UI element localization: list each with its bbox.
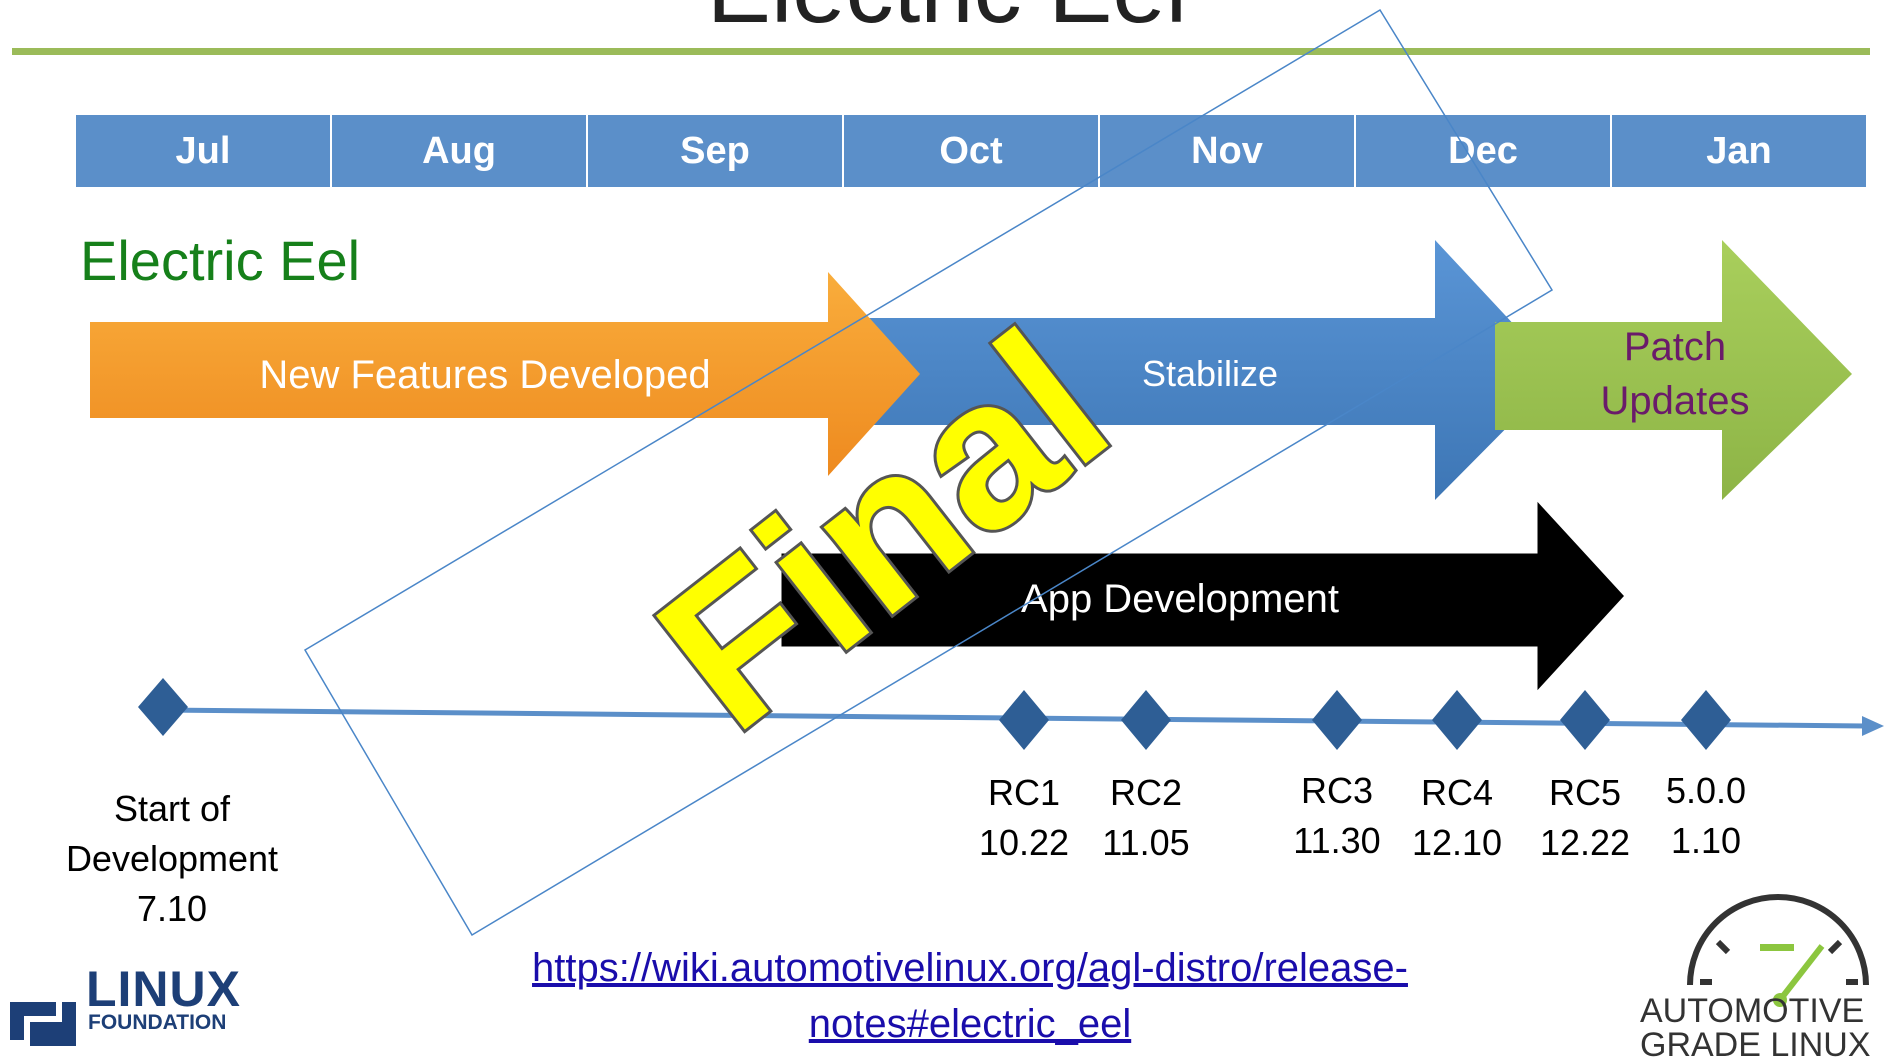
month-sep: Sep: [586, 115, 842, 187]
milestone-rc2-name: RC2: [1109, 772, 1183, 813]
month-aug: Aug: [330, 115, 586, 187]
stabilize-arrow: [830, 240, 1560, 500]
milestone-marker-rc5: [1560, 690, 1610, 750]
patch-updates-arrow: [1495, 240, 1852, 500]
linux-foundation-word: LINUX: [86, 961, 241, 1017]
new-features-label: New Features Developed: [259, 353, 710, 397]
patch-updates-label-line1: Patch: [1624, 325, 1726, 369]
release-name: Electric Eel: [80, 229, 361, 292]
milestone-rc3-name: RC3: [1300, 770, 1374, 811]
milestone-final-name: 5.0.0: [1665, 770, 1747, 811]
milestone-rc5-name: RC5: [1548, 772, 1622, 813]
month-bar: Jul Aug Sep Oct Nov Dec Jan: [76, 115, 1866, 187]
milestone-start-name2: Development: [65, 838, 279, 879]
linux-foundation-logo: LINUX FOUNDATION: [8, 961, 241, 1034]
month-jul: Jul: [76, 115, 330, 187]
milestone-rc4-date: 12.10: [1411, 822, 1503, 863]
release-notes-link-line2[interactable]: notes#electric_eel: [808, 1002, 1132, 1046]
milestone-start-name: Start of: [113, 788, 231, 829]
agl-logo: AUTOMOTIVE GRADE LINUX: [1640, 994, 1880, 1062]
new-features-arrow: [90, 272, 920, 476]
patch-updates-label-line2: Updates: [1601, 379, 1750, 423]
milestone-label-start: Start of Development 7.10: [40, 784, 304, 934]
milestone-start-date: 7.10: [136, 888, 208, 929]
milestone-marker-rc4: [1432, 690, 1482, 750]
linux-foundation-logo-mark: [10, 1002, 76, 1046]
release-notes-link[interactable]: https://wiki.automotivelinux.org/agl-dis…: [440, 940, 1500, 1052]
milestone-marker-final: [1681, 690, 1731, 750]
linux-foundation-sub: FOUNDATION: [88, 1011, 227, 1034]
milestone-rc4-name: RC4: [1420, 772, 1494, 813]
month-jan: Jan: [1610, 115, 1866, 187]
agl-gauge-icon: [1687, 894, 1869, 1007]
title-rule: [12, 48, 1870, 55]
milestone-rc5-date: 12.22: [1539, 822, 1631, 863]
milestone-marker-start: [138, 678, 188, 736]
agl-word-2: GRADE LINUX: [1640, 1026, 1871, 1064]
month-nov: Nov: [1098, 115, 1354, 187]
month-oct: Oct: [842, 115, 1098, 187]
app-development-arrow: [778, 494, 1629, 698]
agl-word-1: AUTOMOTIVE: [1640, 992, 1865, 1030]
milestone-rc2-date: 11.05: [1102, 822, 1190, 863]
milestone-marker-rc2: [1121, 690, 1171, 750]
stabilize-label: Stabilize: [1142, 353, 1278, 394]
slide-title: Electric Eel: [0, 0, 1894, 40]
milestone-label-rc5: RC5 12.22: [1535, 768, 1635, 868]
watermark-stamp-frame: [303, 8, 1554, 937]
milestone-rc3-date: 11.30: [1293, 820, 1381, 861]
milestone-marker-rc1: [999, 690, 1049, 750]
milestone-rc1-name: RC1: [987, 772, 1061, 813]
milestone-label-rc4: RC4 12.10: [1407, 768, 1507, 868]
app-development-label: App Development: [1021, 577, 1339, 621]
milestone-label-rc1: RC1 10.22: [974, 768, 1074, 868]
timeline-axis-arrowhead: [1862, 716, 1884, 736]
milestone-label-rc3: RC3 11.30: [1287, 766, 1387, 866]
milestone-label-rc2: RC2 11.05: [1096, 768, 1196, 868]
milestone-label-final: 5.0.0 1.10: [1656, 766, 1756, 866]
milestone-marker-rc3: [1312, 690, 1362, 750]
release-notes-link-line1[interactable]: https://wiki.automotivelinux.org/agl-dis…: [532, 946, 1408, 990]
milestone-rc1-date: 10.22: [978, 822, 1070, 863]
milestone-final-date: 1.10: [1670, 820, 1742, 861]
